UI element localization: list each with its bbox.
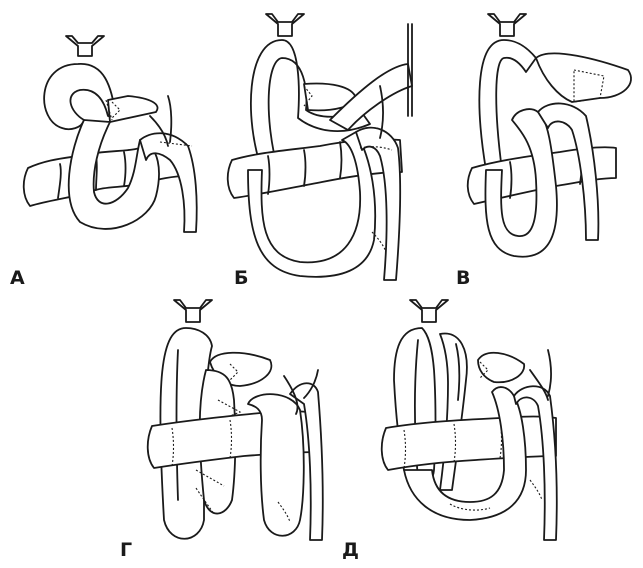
panel-label-a: А — [10, 267, 25, 289]
esophagus — [266, 14, 304, 36]
panel-a-illustration — [24, 36, 197, 232]
panel-c-illustration — [468, 14, 631, 257]
panel-b-illustration — [228, 14, 412, 280]
panel-d-illustration — [148, 300, 323, 540]
afferent-limb — [440, 333, 467, 490]
esophagus — [488, 14, 526, 36]
panel-label-d: Г — [120, 539, 132, 561]
gastric-loop — [44, 64, 116, 129]
panel-label-b: Б — [234, 267, 248, 289]
panel-label-e: Д — [342, 539, 359, 561]
panel-label-c: В — [456, 267, 470, 289]
blind-pouch — [536, 53, 631, 102]
blind-pouch — [108, 96, 158, 122]
gastric-loop — [479, 40, 536, 170]
esophagus — [410, 300, 448, 322]
esophagus — [174, 300, 212, 322]
panel-e-illustration — [382, 300, 557, 540]
transverse-colon — [382, 417, 556, 471]
esophagus — [66, 36, 104, 56]
blind-pouch — [478, 353, 524, 383]
